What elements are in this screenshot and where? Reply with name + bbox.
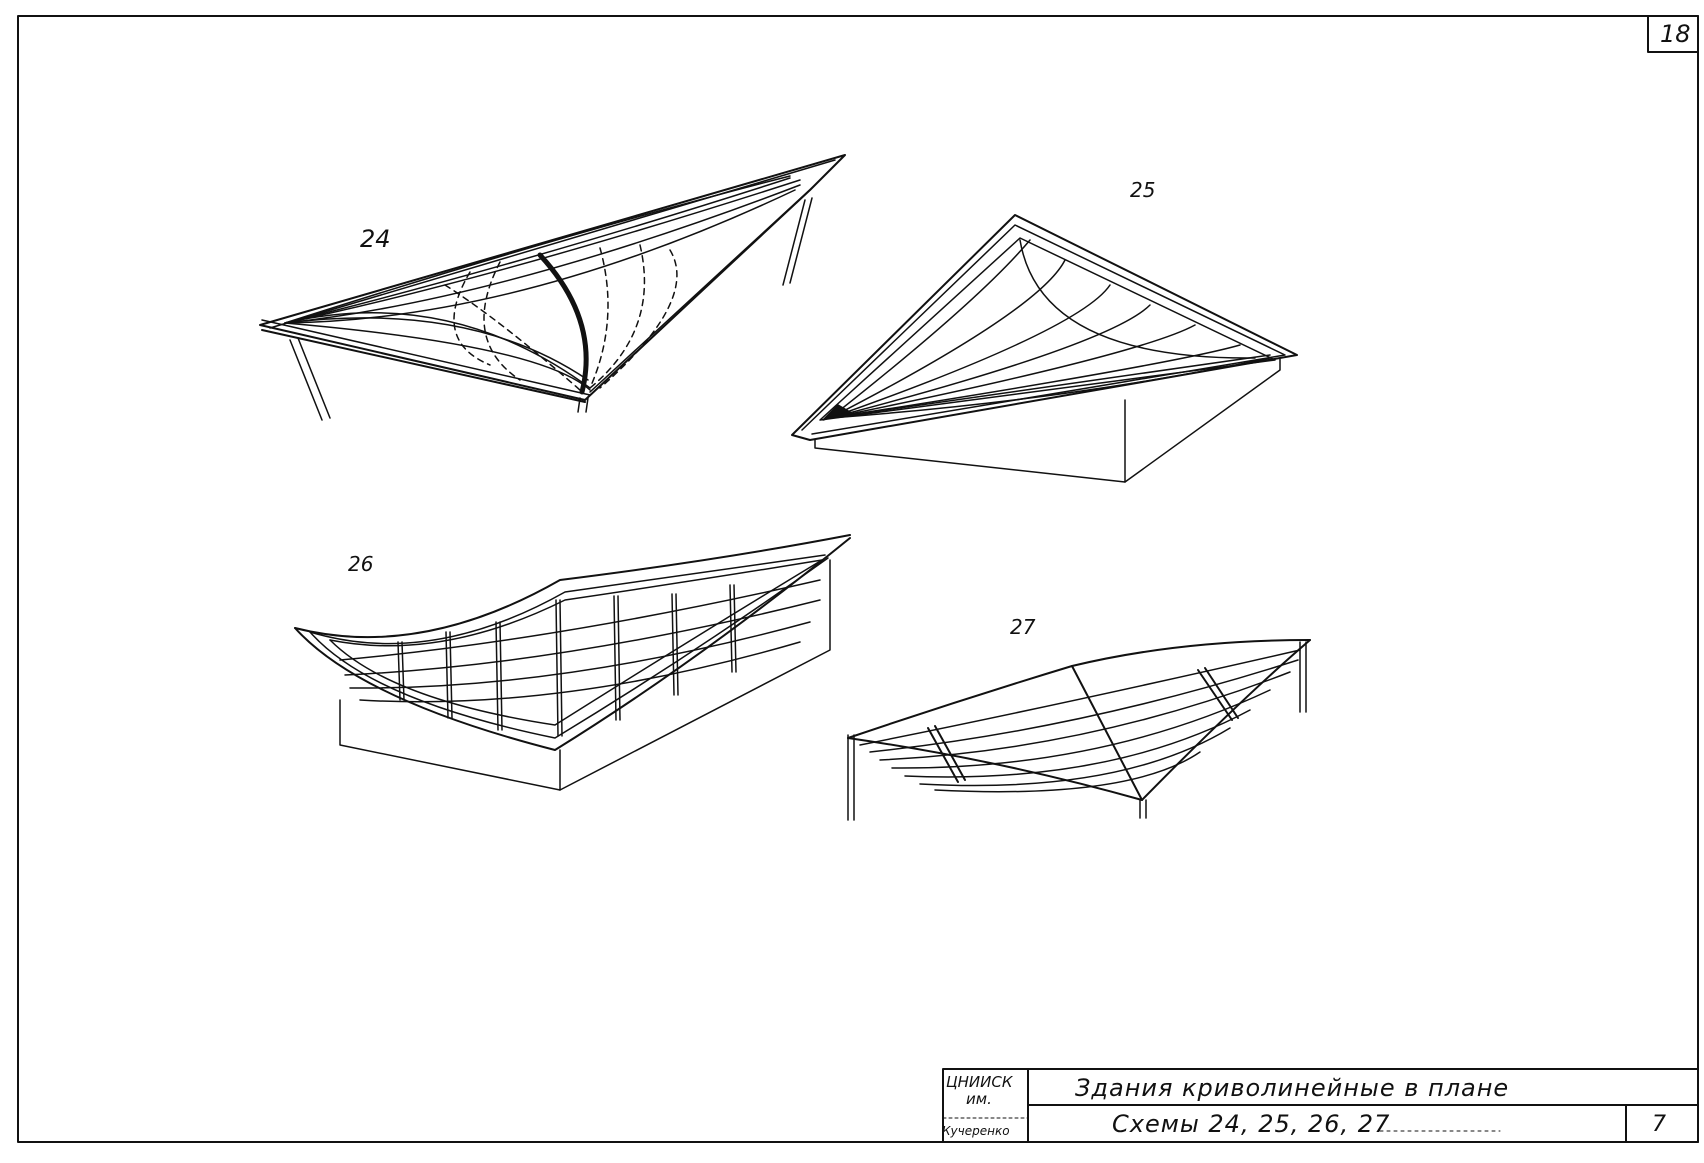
title-block: [942, 1068, 1699, 1143]
sheet-title: Здания криволинейные в плане: [1075, 1074, 1510, 1102]
figure-26-drawing: [294, 534, 851, 791]
figure-label-25: 25: [1130, 178, 1156, 202]
sheet-number: 18: [1660, 20, 1691, 48]
page-number: 7: [1652, 1112, 1666, 1137]
org-name-line2: им.: [966, 1090, 992, 1108]
figure-24-drawing: [259, 154, 846, 421]
sheet-subtitle: Схемы 24, 25, 26, 27: [1112, 1110, 1391, 1138]
sheet-frame: [17, 15, 1699, 1143]
figure-label-24: 24: [360, 225, 391, 253]
figure-25-drawing: [791, 214, 1298, 483]
figure-label-26: 26: [348, 552, 374, 576]
org-name-line3: Кучеренко: [942, 1124, 1010, 1138]
sheet-number-box: [1647, 15, 1699, 53]
figure-27-drawing: [847, 639, 1311, 821]
org-name: ЦНИИСК: [946, 1073, 1013, 1091]
figure-label-27: 27: [1010, 615, 1036, 639]
